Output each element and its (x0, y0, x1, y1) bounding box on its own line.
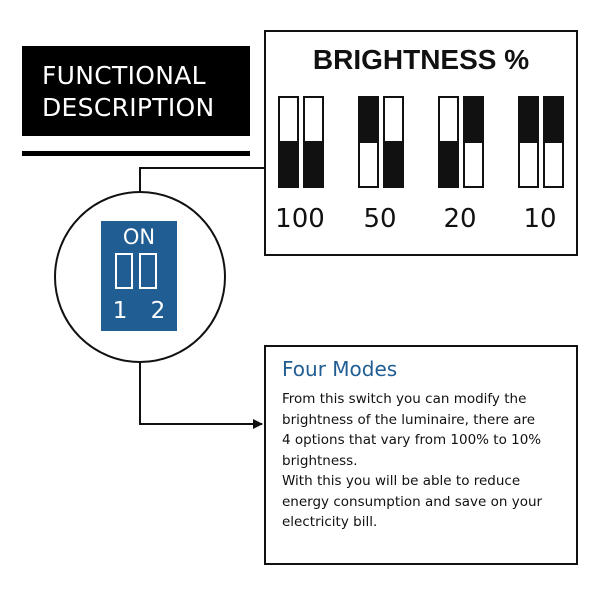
brightness-title: BRIGHTNESS % (312, 44, 530, 75)
switch-lower-half (305, 141, 322, 186)
modes-text-line: From this switch you can modify the (282, 391, 527, 407)
brightness-panel: BRIGHTNESS % 100 50 20 10 (264, 30, 578, 256)
dip-switch-icon: ON 1 2 (101, 221, 177, 331)
modes-text-line: With this you will be able to reduce (282, 473, 521, 489)
functional-description-title: FUNCTIONAL DESCRIPTION (22, 46, 250, 136)
four-modes-title: Four Modes (282, 357, 398, 381)
dip-switch-slots (115, 253, 157, 289)
brightness-switch-pair-20 (438, 96, 484, 188)
switch-lower-half (440, 141, 457, 186)
switch-upper-half (305, 98, 322, 141)
connector-to-brightness (139, 167, 264, 192)
switch-lower-half (465, 141, 482, 186)
switch-2-off (383, 96, 404, 188)
switch-upper-half (440, 98, 457, 141)
switch-1-on (358, 96, 379, 188)
brightness-switch-pair-10 (518, 96, 564, 188)
title-line-1: FUNCTIONAL (42, 61, 206, 90)
brightness-percent-label: 10 (523, 204, 557, 234)
dip-slot-1 (115, 253, 133, 289)
four-modes-panel: Four Modes From this switch you can modi… (264, 345, 578, 565)
dip-on-label: ON (122, 225, 156, 249)
switch-lower-half (520, 141, 537, 186)
switch-lower-half (280, 141, 297, 186)
switch-upper-half (465, 98, 482, 141)
modes-text-line: electricity bill. (282, 514, 378, 530)
modes-text-line: energy consumption and save on your (282, 493, 543, 510)
switch-upper-half (545, 98, 562, 141)
switch-2-on (543, 96, 564, 188)
switch-2-on (463, 96, 484, 188)
switch-lower-half (385, 141, 402, 186)
brightness-percent-label: 50 (363, 204, 397, 234)
switch-upper-half (520, 98, 537, 141)
brightness-percent-label: 100 (275, 204, 325, 234)
title-underline (22, 151, 250, 156)
switch-upper-half (280, 98, 297, 141)
dip-slot-2 (139, 253, 157, 289)
switch-1-on (518, 96, 539, 188)
brightness-switch-pair-50 (358, 96, 404, 188)
switch-lower-half (360, 141, 377, 186)
switch-2-off (303, 96, 324, 188)
brightness-percent-label: 20 (443, 204, 477, 234)
switch-1-off (278, 96, 299, 188)
dip-switch-numbers: 1 2 (112, 298, 174, 324)
title-line-2: DESCRIPTION (42, 93, 215, 122)
switch-upper-half (360, 98, 377, 141)
brightness-switch-pair-100 (278, 96, 324, 188)
switch-lower-half (545, 141, 562, 186)
switch-1-off (438, 96, 459, 188)
modes-text-line: brightness of the luminaire, there are (282, 411, 536, 428)
connector-arrow-to-modes (139, 363, 263, 429)
switch-upper-half (385, 98, 402, 141)
four-modes-description: From this switch you can modify the brig… (282, 389, 564, 533)
modes-text-line: brightness. (282, 452, 358, 469)
modes-text-line: 4 options that vary from 100% to 10% (282, 432, 542, 448)
